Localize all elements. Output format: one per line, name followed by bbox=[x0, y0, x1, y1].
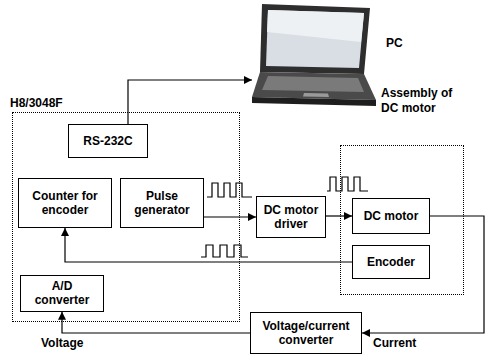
pulse-wave bbox=[327, 177, 368, 191]
laptop-front-edge bbox=[252, 97, 376, 106]
adc-block: A/D converter bbox=[20, 275, 104, 312]
serial-port-block: RS-232C bbox=[68, 124, 148, 158]
signal-arrow bbox=[128, 80, 252, 124]
counter-block: Counter for encoder bbox=[18, 178, 112, 228]
screen-glare bbox=[267, 10, 364, 42]
signal-arrow bbox=[62, 312, 250, 333]
block-label: DC motor driver bbox=[261, 203, 321, 232]
laptop-screen bbox=[266, 10, 364, 68]
dc-motor-box: DC motor bbox=[352, 198, 430, 234]
signal-arrow bbox=[204, 216, 256, 217]
group-heading: PC bbox=[386, 36, 420, 51]
block-label: Pulse generator bbox=[125, 189, 199, 218]
group-heading: Assembly of DC motor bbox=[381, 86, 471, 116]
group-heading: H8/3048F bbox=[10, 96, 100, 111]
laptop-keyboard bbox=[262, 76, 364, 92]
block-label: DC motor bbox=[364, 209, 419, 223]
laptop-lid bbox=[260, 4, 370, 74]
block-label: Counter for encoder bbox=[23, 189, 107, 218]
pulse-wave bbox=[207, 183, 252, 197]
signal-label: Voltage bbox=[40, 337, 84, 350]
pulse-generator-block: Pulse generator bbox=[120, 178, 204, 228]
motor-assembly-group: Assembly of DC motorDC motorEncoder bbox=[340, 145, 464, 295]
pulse-train bbox=[206, 180, 254, 200]
pulse-wave bbox=[201, 245, 248, 257]
block-label: Encoder bbox=[367, 255, 415, 269]
block-label: A/D converter bbox=[25, 279, 99, 308]
block-label: Voltage/current converter bbox=[255, 319, 357, 348]
block-label: RS-232C bbox=[83, 134, 132, 148]
signal-label: Current bbox=[372, 337, 417, 350]
laptop-drawing bbox=[252, 2, 378, 110]
motor-driver-box: DC motor driver bbox=[256, 196, 326, 238]
pulse-train bbox=[200, 242, 250, 260]
laptop-touchpad bbox=[303, 93, 329, 97]
laptop-base bbox=[252, 72, 376, 100]
signal-arrow bbox=[326, 215, 352, 216]
encoder-box: Encoder bbox=[352, 245, 430, 279]
pulse-train bbox=[326, 174, 370, 194]
converter-box: Voltage/current converter bbox=[250, 312, 362, 354]
microcontroller-board: H8/3048FRS-232CCounter for encoderPulse … bbox=[12, 112, 240, 322]
